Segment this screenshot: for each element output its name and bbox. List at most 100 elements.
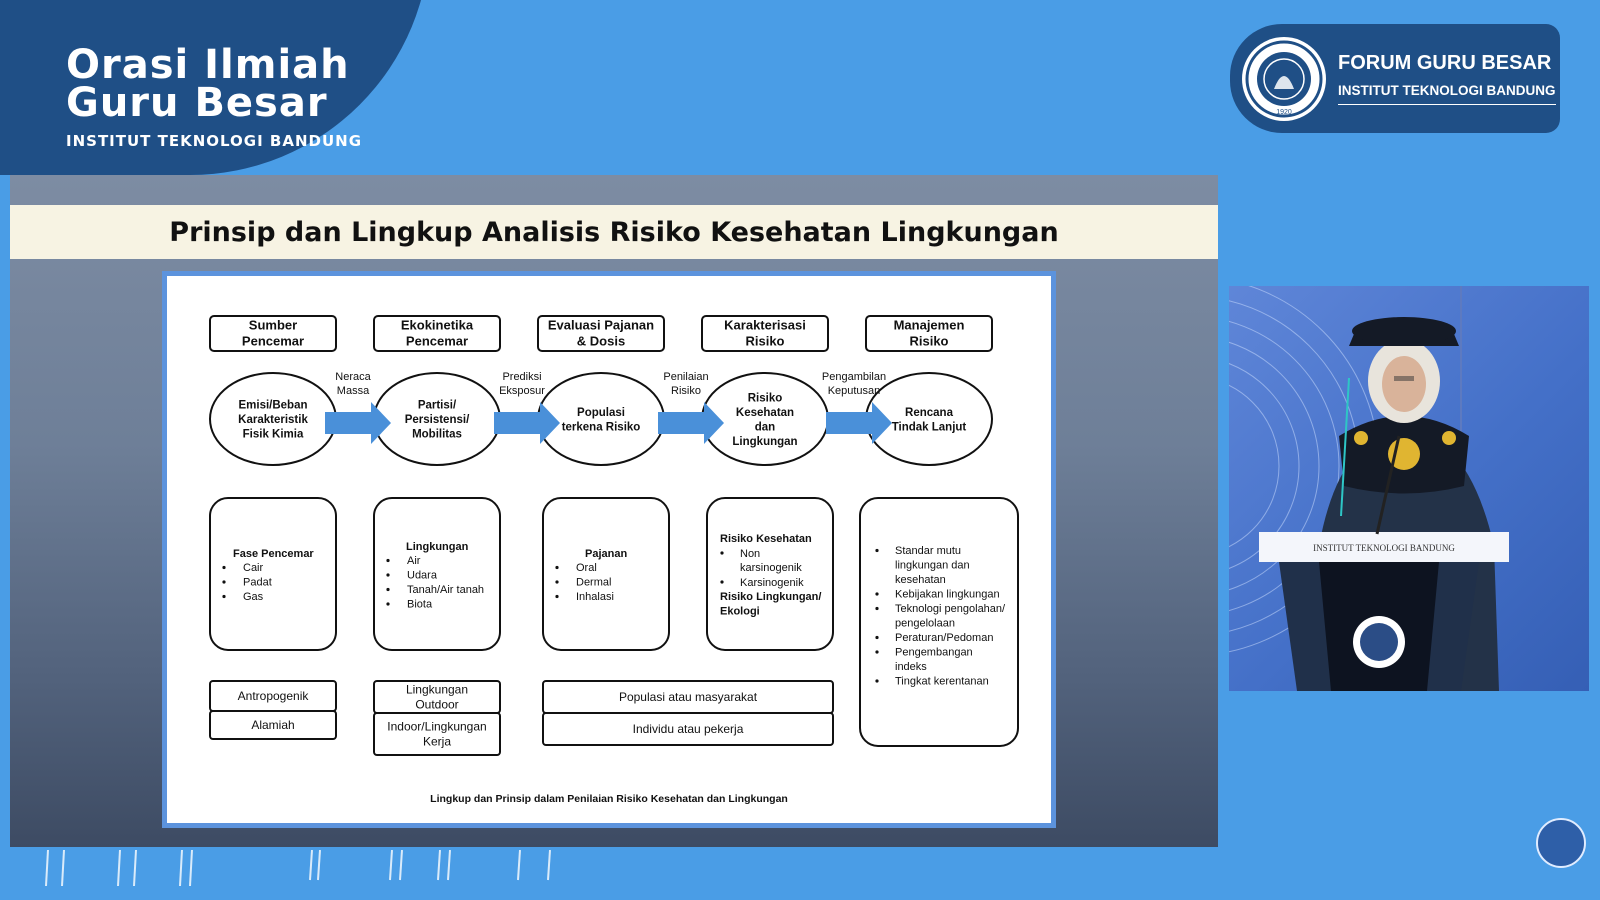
detail-item: Dermal (576, 577, 611, 589)
scope-label: Lingkungan (406, 683, 468, 697)
detail-title: Lingkungan (406, 541, 469, 553)
stage-detail-box (209, 497, 337, 651)
stage-ellipse-label: Karakteristik (238, 414, 308, 426)
stage-ellipse-label: Emisi/Beban (238, 400, 307, 412)
arrow-label: Pengambilan (822, 371, 886, 383)
stage-header-label: Pencemar (406, 334, 468, 349)
bullet-icon (555, 565, 559, 570)
stage-ellipse-label: Kesehatan (736, 407, 794, 419)
bullet-icon (875, 635, 879, 640)
bullet-icon (720, 580, 724, 584)
stage-ellipse-label: Persistensi/ (405, 414, 470, 426)
stage-detail-box (859, 497, 1019, 747)
event-institution: INSTITUT TEKNOLOGI BANDUNG (66, 132, 363, 150)
detail-title: Fase Pencemar (233, 548, 314, 560)
stage-header-box (537, 315, 665, 352)
stage-detail-box (373, 497, 501, 651)
detail-item: Biota (407, 599, 433, 611)
stage-header-label: Evaluasi Pajanan (548, 318, 654, 333)
podium-label: INSTITUT TEKNOLOGI BANDUNG (1313, 543, 1455, 553)
stage-header-label: Karakterisasi (724, 318, 806, 333)
event-title: Orasi Ilmiah Guru Besar INSTITUT TEKNOLO… (66, 42, 363, 150)
detail-item: Pengembangan (895, 647, 973, 659)
detail-item: lingkungan dan (895, 560, 970, 572)
bullet-icon (222, 580, 226, 584)
scope-label: Kerja (423, 735, 451, 749)
flow-arrow-icon (325, 402, 391, 444)
detail-item: Tingkat kerentanan (895, 676, 989, 688)
detail-item: Teknologi pengolahan/ (895, 603, 1006, 615)
event-title-line1: Orasi Ilmiah (66, 42, 350, 88)
arrow-label: Prediksi (502, 371, 541, 383)
stage-ellipse (537, 372, 665, 466)
bullet-icon (222, 594, 226, 599)
stage-header-box (865, 315, 993, 352)
detail-footer: Ekologi (720, 606, 760, 618)
speaker-video: INSTITUT TEKNOLOGI BANDUNG (1229, 286, 1589, 691)
flow-arrow-icon (658, 402, 724, 444)
detail-item: Gas (243, 591, 264, 603)
detail-item: Padat (243, 577, 272, 589)
bullet-icon (875, 548, 879, 553)
stage-header-label: & Dosis (577, 334, 625, 349)
stage-lines (45, 850, 551, 887)
stage-header-label: Pencemar (242, 334, 304, 349)
bullet-icon (386, 558, 390, 563)
stage-ellipse-label: Risiko (748, 392, 783, 404)
detail-item: pengelolaan (895, 618, 955, 630)
presentation-slide: Prinsip dan Lingkup Analisis Risiko Kese… (10, 175, 1218, 847)
detail-item: Udara (407, 570, 438, 582)
stage-header-label: Risiko (745, 334, 784, 349)
scope-label: Outdoor (415, 698, 458, 712)
stage-detail-box (706, 497, 834, 651)
logo-year: 1920 (1276, 109, 1292, 116)
stage-ellipse-label: Populasi (577, 407, 625, 419)
stage-header-label: Sumber (249, 318, 297, 333)
detail-item: Oral (576, 562, 597, 574)
detail-item: Non (740, 548, 760, 560)
stage-ellipse-label: dan (755, 421, 775, 433)
scope-label: Individu atau pekerja (633, 722, 744, 736)
detail-item: karsinogenik (740, 562, 802, 574)
bullet-icon (875, 650, 879, 654)
detail-title: Pajanan (585, 548, 627, 560)
scope-label: Alamiah (251, 718, 294, 732)
stage-ellipse-label: Fisik Kimia (243, 429, 304, 441)
detail-item: Peraturan/Pedoman (895, 632, 993, 644)
bullet-icon (720, 551, 724, 555)
stage-ellipse-label: Partisi/ (418, 400, 457, 412)
bullet-icon (875, 592, 879, 596)
slide-title-bar: Prinsip dan Lingkup Analisis Risiko Kese… (10, 205, 1218, 259)
detail-item: Inhalasi (576, 591, 614, 603)
detail-footer: Risiko Lingkungan/ (720, 591, 821, 603)
forum-title: FORUM GURU BESAR (1338, 52, 1552, 74)
arrow-label: Eksposur (499, 385, 545, 397)
stage-ellipse-label: Rencana (905, 407, 954, 419)
microphone-icon (1375, 435, 1401, 535)
forum-badge: 1920 FORUM GURU BESAR INSTITUT TEKNOLOGI… (1230, 24, 1560, 133)
bullet-icon (875, 679, 879, 683)
flow-arrow-icon (494, 402, 560, 444)
detail-item: Kebijakan lingkungan (895, 589, 1000, 601)
bullet-icon (555, 580, 559, 584)
detail-title: Risiko Kesehatan (720, 533, 812, 545)
corner-seal-icon (1536, 818, 1586, 868)
slide-title: Prinsip dan Lingkup Analisis Risiko Kese… (169, 216, 1059, 248)
bullet-icon (386, 587, 390, 592)
scope-label: Populasi atau masyarakat (619, 690, 758, 704)
arrow-label: Neraca (335, 371, 371, 383)
stage-header-label: Manajemen (894, 318, 965, 333)
detail-item: Air (407, 555, 421, 567)
stage-header-box (209, 315, 337, 352)
speaker-face (1382, 356, 1426, 412)
detail-item: kesehatan (895, 574, 946, 586)
detail-item: Tanah/Air tanah (407, 584, 484, 596)
detail-item: Standar mutu (895, 545, 961, 557)
bullet-icon (386, 602, 390, 606)
scope-label: Antropogenik (238, 689, 310, 703)
arrow-label: Penilaian (663, 371, 708, 383)
stage-detail-box (542, 497, 670, 651)
arrow-label: Risiko (671, 385, 701, 397)
stage-header-box (373, 315, 501, 352)
stage-ellipse-label: Lingkungan (732, 436, 797, 448)
